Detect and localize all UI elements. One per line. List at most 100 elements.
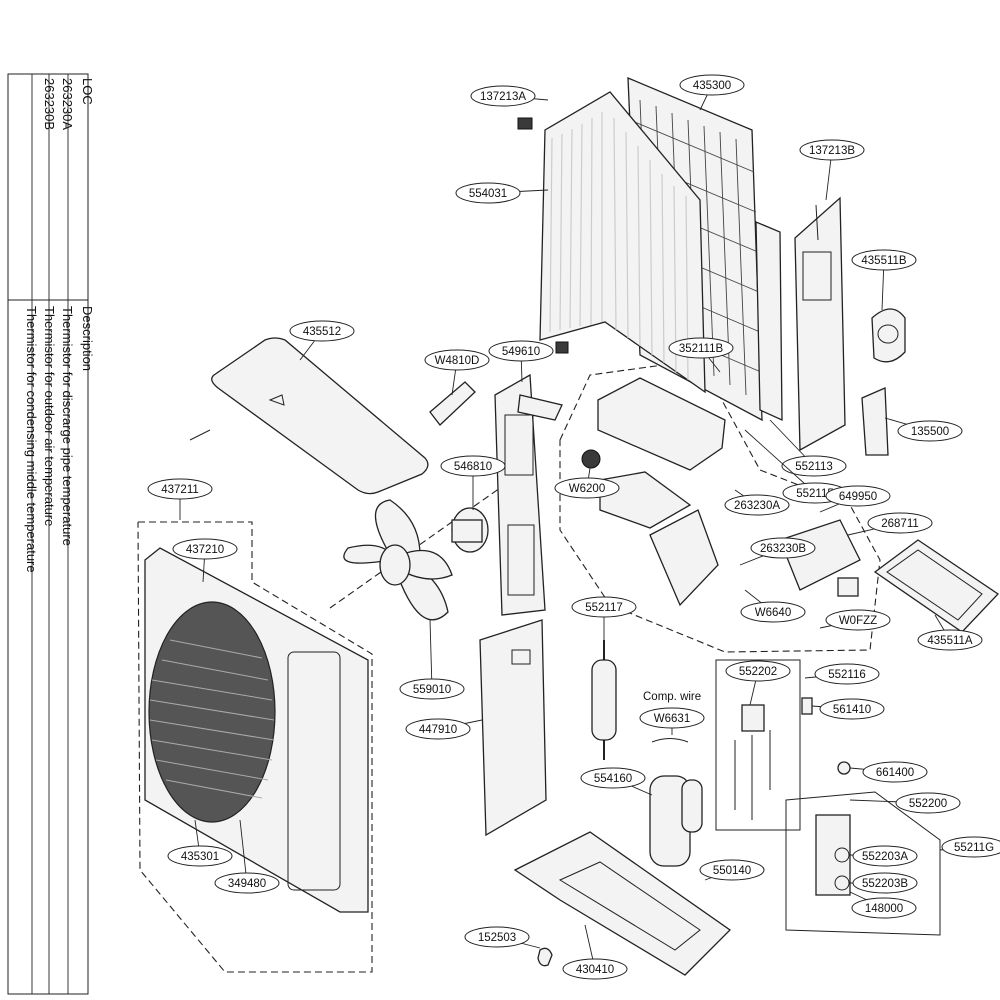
callout-leader — [239, 819, 248, 884]
temperature-sensor — [837, 761, 851, 775]
callout-w4810d: W4810D — [424, 349, 490, 396]
callout-label: 137213B — [809, 145, 855, 157]
callout-549610: 549610 — [488, 340, 554, 383]
callout-label: 559010 — [413, 684, 451, 696]
callout-label: 435300 — [693, 80, 731, 92]
callout-435511a: 435511A — [917, 614, 983, 651]
callout-oval — [399, 678, 465, 700]
callout-label: 649950 — [839, 491, 877, 503]
compressor-wire-caption: Comp. wire — [643, 691, 701, 703]
valve-coil — [801, 697, 813, 715]
callout-552203a: 552203A — [849, 845, 918, 867]
callout-649950: 649950 — [819, 485, 891, 513]
callout-label: W6640 — [755, 607, 791, 619]
electric-cover — [873, 539, 999, 633]
callout-label: 148000 — [865, 903, 903, 915]
callout-label: 552200 — [909, 798, 947, 810]
callout-label: 152503 — [478, 932, 516, 944]
callout-oval — [470, 85, 536, 107]
callout-55211g: 55211G — [939, 836, 1000, 858]
callout-oval — [167, 845, 233, 867]
callout-oval — [851, 249, 917, 271]
callout-label: 437211 — [161, 484, 199, 496]
outline-valve-group — [715, 659, 801, 831]
table-loc-2: 263230B — [42, 78, 57, 130]
table-loc-1: 263230A — [60, 78, 75, 130]
top-cover — [211, 337, 429, 495]
callout-label: 552203A — [862, 851, 908, 863]
callout-oval — [699, 859, 765, 881]
callout-oval — [862, 761, 928, 783]
callout-135500: 135500 — [884, 417, 963, 442]
callout-label: 435511A — [927, 635, 973, 647]
callout-oval — [867, 512, 933, 534]
callout-oval — [814, 663, 880, 685]
main-pcb — [779, 519, 861, 591]
callout-label: 552116 — [828, 669, 866, 681]
callout-oval — [781, 455, 847, 477]
callout-137213a: 137213A — [470, 85, 549, 107]
callout-148000: 148000 — [849, 891, 917, 919]
callout-263230a: 263230A — [724, 489, 790, 516]
table-header-description: Description — [80, 306, 95, 371]
callout-559010: 559010 — [399, 619, 465, 700]
callout-oval — [455, 182, 521, 204]
callout-label: 352111B — [679, 343, 724, 355]
callout-oval — [852, 845, 918, 867]
callout-label: 546810 — [454, 461, 492, 473]
callout-oval — [464, 926, 530, 948]
coil-clip-b — [555, 341, 569, 354]
parts-table: LOC Description 263230A Thermistor for d… — [7, 73, 95, 995]
callout-label: 55211G — [954, 842, 994, 854]
callout-label: 430410 — [576, 964, 614, 976]
callout-435511b: 435511B — [851, 249, 917, 311]
callout-label: 435512 — [303, 326, 341, 338]
terminal-block — [837, 577, 859, 597]
callout-oval — [214, 872, 280, 894]
callout-435512: 435512 — [289, 320, 355, 361]
callout-label: 437210 — [186, 544, 224, 556]
callout-oval — [750, 537, 816, 559]
callout-label: 435301 — [181, 851, 219, 863]
callout-label: 552113 — [795, 461, 833, 473]
side-panel-right — [794, 196, 846, 452]
table-desc-2: Thermistor for outdoor air temperature — [42, 306, 57, 526]
screw-top — [189, 429, 211, 441]
callout-label: 263230A — [734, 500, 780, 512]
callout-oval — [740, 601, 806, 623]
callout-137213b: 137213B — [799, 139, 865, 201]
callout-oval — [897, 420, 963, 442]
callout-554031: 554031 — [455, 182, 549, 204]
callout-552113: 552113 — [769, 419, 847, 477]
callout-label: 554160 — [594, 773, 632, 785]
callout-552117: 552117 — [571, 596, 637, 640]
callout-label: W6631 — [654, 713, 690, 725]
callout-label: 552117 — [585, 602, 623, 614]
callout-label: 552202 — [739, 666, 777, 678]
callout-554160: 554160 — [580, 767, 653, 796]
callout-352111b: 352111B — [668, 337, 734, 373]
callout-447910: 447910 — [405, 718, 483, 740]
callout-label: 263230B — [760, 543, 806, 555]
callout-label: 549610 — [502, 346, 540, 358]
callout-oval — [825, 485, 891, 507]
callout-oval — [819, 698, 885, 720]
callout-263230b: 263230B — [739, 537, 816, 566]
four-way-valve — [734, 704, 771, 820]
callout-oval — [571, 596, 637, 618]
callout-w0fzz: W0FZZ — [819, 609, 891, 631]
outline-front-panel-group — [137, 521, 373, 973]
callout-oval — [172, 538, 238, 560]
callout-oval — [147, 478, 213, 500]
callout-oval — [639, 707, 705, 729]
control-box — [597, 377, 726, 607]
table-desc-1: Thermistor for discrarge pipe temperatur… — [60, 306, 75, 546]
wire-clamp — [429, 381, 476, 426]
side-cover-strip — [755, 221, 783, 422]
callout-661400: 661400 — [849, 761, 928, 783]
callout-label: W4810D — [435, 355, 480, 367]
callout-label: 561410 — [833, 704, 871, 716]
callout-oval — [851, 897, 917, 919]
drain-elbow — [537, 947, 553, 967]
